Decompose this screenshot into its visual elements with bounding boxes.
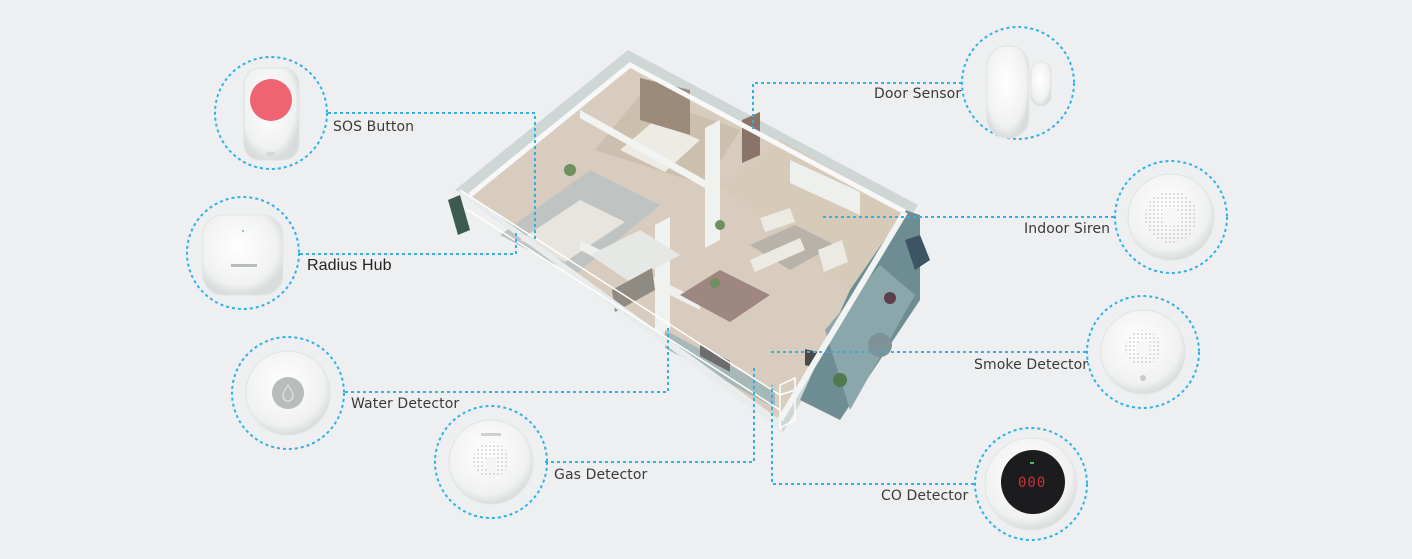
sos-button-icon	[243, 67, 300, 161]
ring-co	[974, 427, 1088, 541]
label-smoke-detector: Smoke Detector	[974, 357, 1089, 373]
ring-gas	[434, 405, 548, 519]
gas-detector-icon	[448, 419, 534, 505]
ring-smoke	[1086, 295, 1200, 409]
smoke-detector-icon	[1100, 309, 1186, 395]
co-display-value: 000	[1018, 475, 1047, 491]
connector-hub	[300, 230, 517, 255]
label-sos-button: SOS Button	[333, 119, 415, 135]
ring-hub	[186, 196, 300, 310]
connector-door	[752, 82, 962, 130]
connector-gas	[545, 367, 755, 463]
label-water-detector: Water Detector	[351, 396, 460, 412]
label-indoor-siren: Indoor Siren	[1024, 221, 1111, 237]
hub-icon	[202, 214, 284, 296]
label-door-sensor: Door Sensor	[874, 86, 962, 102]
water-drop-icon	[245, 350, 331, 436]
label-radius-hub: Radius Hub	[307, 257, 392, 274]
connector-co	[771, 385, 974, 485]
siren-icon	[1127, 173, 1215, 261]
ring-sos	[214, 56, 328, 170]
ring-water	[231, 336, 345, 450]
label-gas-detector: Gas Detector	[554, 467, 648, 483]
ring-door	[961, 26, 1075, 140]
label-co-detector: CO Detector	[881, 488, 969, 504]
door-sensor-icon	[986, 45, 1052, 139]
connector-sos	[328, 112, 536, 240]
ring-siren	[1114, 160, 1228, 274]
co-detector-icon	[984, 437, 1078, 531]
